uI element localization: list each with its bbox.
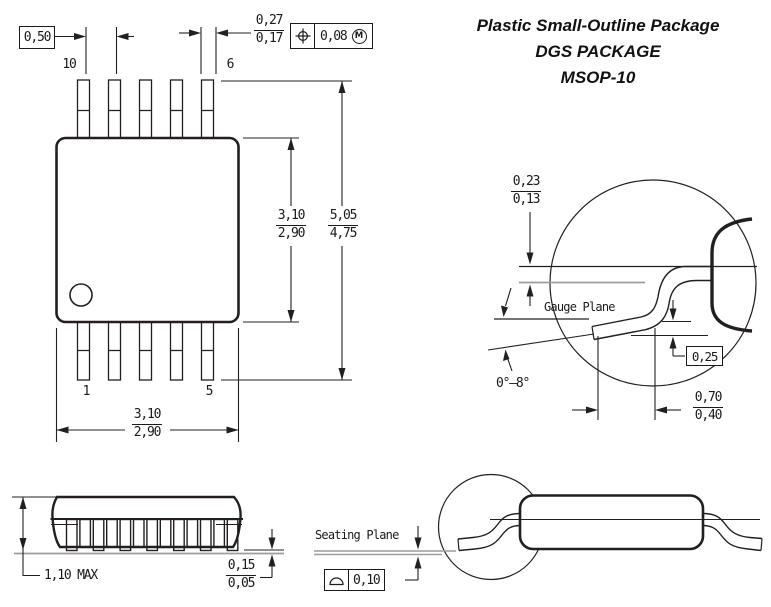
gauge-offset-box: 0,25 bbox=[686, 346, 723, 366]
body-length-max: 3,10 bbox=[275, 208, 307, 226]
body-width-value: 3,10 2,90 bbox=[128, 407, 166, 440]
foot-length-max: 0,70 bbox=[692, 390, 724, 408]
gauge-offset-dimension bbox=[631, 300, 708, 357]
overall-length-value: 5,05 4,75 bbox=[325, 208, 361, 241]
foot-length-min: 0,40 bbox=[694, 407, 723, 423]
foot-length-dimension bbox=[572, 328, 681, 420]
true-position-tolerance: 0,08 bbox=[320, 28, 348, 44]
body-edge-bold bbox=[710, 217, 753, 333]
true-position-frame: 0,08 M bbox=[290, 23, 373, 49]
overall-length-min: 4,75 bbox=[329, 225, 358, 241]
seating-plane-flatness-icon bbox=[329, 576, 344, 585]
top-view-drawing bbox=[53, 27, 352, 442]
lead-bottom-surface bbox=[593, 279, 712, 341]
side-view-drawing bbox=[314, 473, 763, 581]
top-pins bbox=[76, 79, 215, 139]
lead-thickness-max: 0,23 bbox=[510, 174, 542, 192]
pin-label-6: 6 bbox=[226, 57, 235, 72]
body-width-max: 3,10 bbox=[131, 407, 163, 425]
lead-width-max: 0,27 bbox=[253, 13, 285, 31]
lead-thickness-min: 0,13 bbox=[512, 191, 541, 207]
body-length-min: 2,90 bbox=[277, 225, 306, 241]
title-line-2: DGS PACKAGE bbox=[535, 42, 661, 61]
mmc-modifier-icon: M bbox=[351, 28, 367, 44]
overall-length-max: 5,05 bbox=[327, 208, 359, 226]
standoff-value: 0,15 0,05 bbox=[222, 558, 260, 591]
position-symbol-cell bbox=[291, 24, 315, 48]
title-block: Plastic Small-Outline Package DGS PACKAG… bbox=[430, 13, 766, 91]
pin1-index-mark bbox=[69, 283, 93, 307]
front-body-outline bbox=[51, 495, 242, 549]
front-view-drawing bbox=[12, 495, 284, 579]
pin-label-10: 10 bbox=[62, 57, 76, 72]
side-body-outline bbox=[518, 494, 705, 551]
gauge-offset-value: 0,25 bbox=[691, 348, 719, 364]
foot-angle-label: 0°–8° bbox=[496, 376, 530, 391]
standoff-min: 0,05 bbox=[227, 575, 256, 591]
pin-comb bbox=[65, 518, 239, 552]
body-length-value: 3,10 2,90 bbox=[273, 208, 309, 241]
lead-thickness-value: 0,23 0,13 bbox=[508, 174, 544, 207]
body-length-dimension bbox=[243, 137, 299, 323]
max-height-dimension bbox=[12, 496, 57, 577]
overall-length-dimension bbox=[221, 80, 352, 381]
foot-length-value: 0,70 0,40 bbox=[689, 390, 727, 423]
pitch-value: 0,50 bbox=[23, 30, 52, 45]
standoff-max: 0,15 bbox=[225, 558, 257, 576]
max-height-label: 1,10 MAX bbox=[44, 568, 98, 583]
standoff-dimension bbox=[244, 529, 284, 579]
foot-angle-line bbox=[487, 333, 595, 351]
lead-detail-drawing bbox=[487, 179, 757, 420]
lead-top-surface bbox=[591, 265, 712, 328]
title-line-3: MSOP-10 bbox=[560, 68, 636, 87]
package-body-outline bbox=[55, 136, 240, 324]
title-line-1: Plastic Small-Outline Package bbox=[476, 16, 720, 35]
flatness-frame: 0,10 bbox=[324, 569, 385, 591]
body-width-min: 2,90 bbox=[133, 424, 162, 440]
flatness-value: 0,10 bbox=[353, 572, 381, 588]
lead-width-min: 0,17 bbox=[255, 30, 284, 46]
seating-plane-dimension bbox=[405, 526, 419, 581]
seating-plane-label: Seating Plane bbox=[315, 528, 399, 542]
gauge-plane-label: Gauge Plane bbox=[544, 300, 615, 314]
pitch-value-box: 0,50 bbox=[19, 26, 55, 49]
lead-width-dimension bbox=[179, 27, 251, 74]
pitch-dimension bbox=[53, 27, 134, 74]
position-icon bbox=[295, 28, 310, 44]
pin-label-5: 5 bbox=[205, 384, 214, 399]
flatness-symbol-cell bbox=[325, 570, 349, 590]
lead-width-value: 0,27 0,17 bbox=[251, 13, 287, 46]
pin-label-1: 1 bbox=[82, 384, 91, 399]
